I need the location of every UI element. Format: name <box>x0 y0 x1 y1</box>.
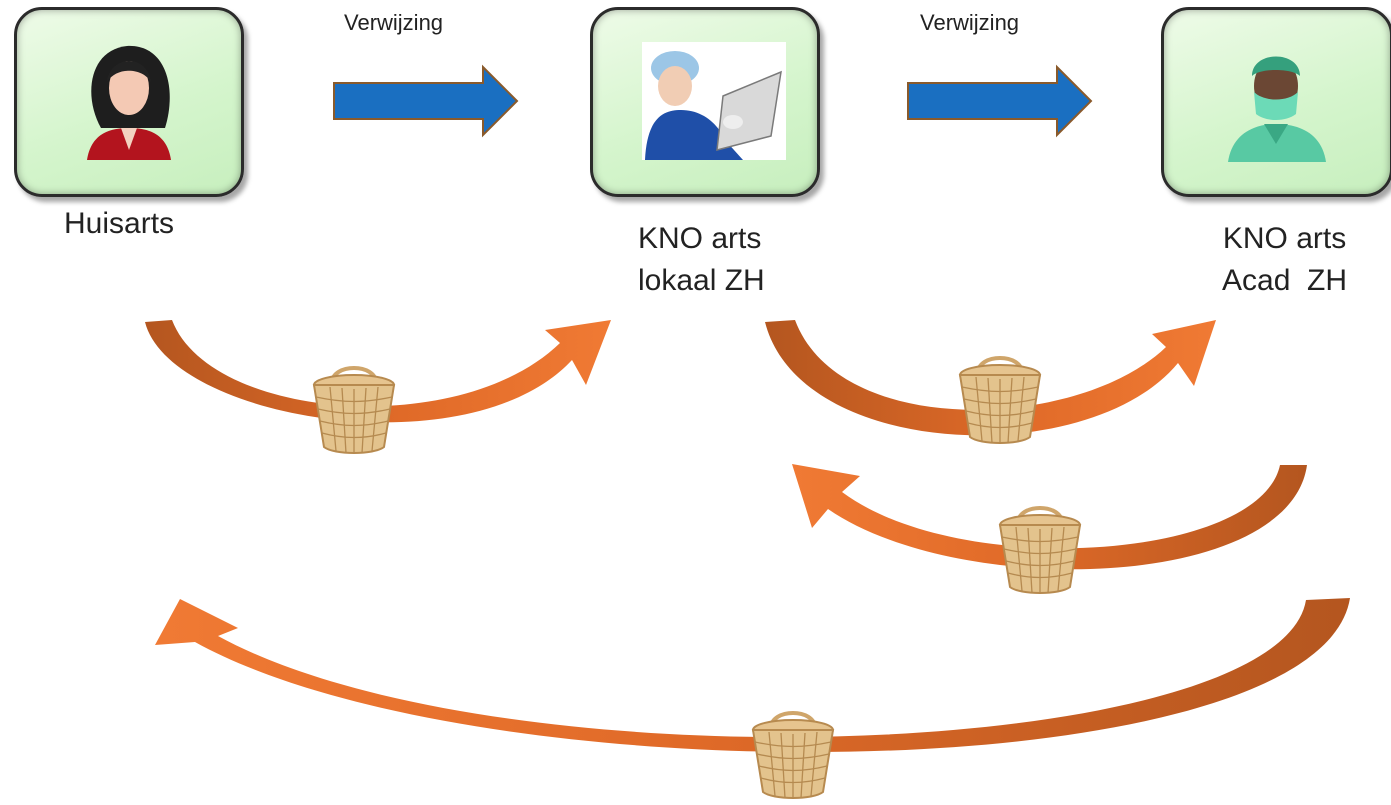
referral-label-1: Verwijzing <box>344 10 444 35</box>
curved-arrow-acad-huisarts <box>155 598 1350 753</box>
knoacad-label-line1: KNO arts <box>1222 222 1347 255</box>
curved-arrow-huisarts-lokaal <box>145 320 611 423</box>
surgeon-avatar-icon <box>1228 56 1326 162</box>
basket-icon <box>958 356 1042 446</box>
huisarts-label: Huisarts <box>64 203 174 245</box>
knolokaal-label-line1: KNO arts <box>638 222 762 255</box>
curved-arrow-acad-lokaal <box>792 464 1307 570</box>
huisarts-node <box>14 7 244 197</box>
referral-arrow-1 <box>333 64 519 138</box>
female-doctor-avatar-icon <box>87 45 171 160</box>
knoacad-node <box>1161 7 1391 197</box>
knolokaal-label-line2: lokaal ZH <box>638 264 765 297</box>
knoacad-label: KNO arts Acad ZH <box>1222 218 1347 302</box>
referral-arrow-2 <box>907 64 1093 138</box>
curved-arrow-lokaal-acad <box>765 320 1216 436</box>
nurse-with-clipboard-photo <box>642 42 786 160</box>
knolokaal-node <box>590 7 820 197</box>
knoacad-label-line2: Acad ZH <box>1222 264 1348 297</box>
knolokaal-label: KNO arts lokaal ZH <box>638 218 765 302</box>
basket-icon <box>751 711 835 801</box>
huisarts-label-line: Huisarts <box>64 207 175 240</box>
referral-label-2: Verwijzing <box>920 10 1020 35</box>
basket-icon <box>312 366 396 456</box>
basket-icon <box>998 506 1082 596</box>
